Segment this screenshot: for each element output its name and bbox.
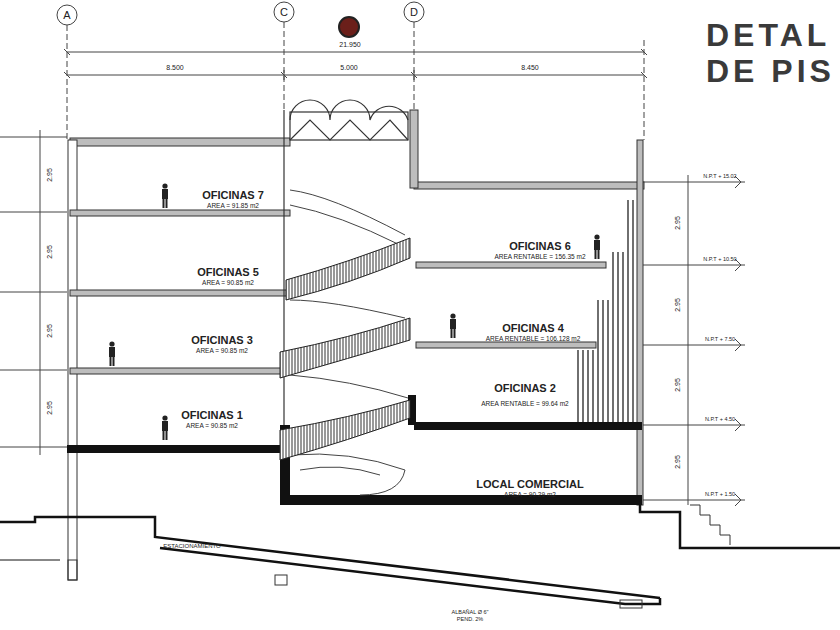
room-area: AREA RENTABLE = 106.128 m2 <box>485 334 582 341</box>
dimension: 2.95 <box>674 297 682 313</box>
dimension: 2.95 <box>674 454 682 470</box>
drawing-title: DETAL DE PIS <box>706 18 838 90</box>
room-label: LOCAL COMERCIALAREA = 90.29 m2 <box>472 477 588 502</box>
room-label: OFICINAS 7AREA = 91.85 m2 <box>198 188 268 213</box>
room-area: AREA = 91.85 m2 <box>201 201 265 208</box>
grid-axis: C <box>279 6 289 18</box>
room-label: OFICINAS 1AREA = 90.85 m2 <box>177 408 247 433</box>
person-figure <box>162 415 168 440</box>
room-label: OFICINAS 3AREA = 90.85 m2 <box>187 333 257 358</box>
level-mark: N.P.T + 7.50 <box>704 336 736 342</box>
person-figure <box>594 234 600 259</box>
level-mark: N.P.T + 4.50 <box>704 416 736 422</box>
room-area: AREA RENTABLE = 99.64 m2 <box>480 400 570 407</box>
dimension: 2.95 <box>46 244 54 260</box>
dimension: 5.000 <box>339 64 359 72</box>
level-mark: N.P.T + 10.50 <box>702 256 737 262</box>
room-area: AREA = 90.29 m2 <box>475 490 585 497</box>
note: ALBAÑAL Ø 6" <box>451 609 490 615</box>
grid-axis: A <box>62 9 71 21</box>
dimension: 2.95 <box>674 215 682 231</box>
grid-axis: D <box>409 6 419 18</box>
dimension: 2.95 <box>46 323 54 339</box>
room-name: LOCAL COMERCIAL <box>475 478 585 491</box>
room-name: OFICINAS 4 <box>485 322 582 335</box>
dimension: 8.500 <box>165 64 185 72</box>
room-area: AREA = 90.85 m2 <box>190 346 254 353</box>
dimension: 2.95 <box>674 377 682 393</box>
dimension: 2.95 <box>46 400 54 416</box>
dimension: 2.95 <box>46 167 54 183</box>
room-label: OFICINAS 4AREA RENTABLE = 106.128 m2 <box>482 321 585 346</box>
room-area: AREA = 90.85 m2 <box>196 278 260 285</box>
room-name: OFICINAS 1 <box>180 409 244 422</box>
room-area: AREA RENTABLE = 156.35 m2 <box>493 252 587 259</box>
room-name: OFICINAS 7 <box>201 189 265 202</box>
level-mark: N.P.T + 1.50 <box>704 491 736 497</box>
room-area: AREA = 90.85 m2 <box>180 421 244 428</box>
room-name: OFICINAS 3 <box>190 334 254 347</box>
person-figure <box>450 313 456 338</box>
person-figure <box>109 341 115 366</box>
dimension: 21.950 <box>338 41 361 49</box>
room-label: OFICINAS 6AREA RENTABLE = 156.35 m2 <box>490 239 590 264</box>
room-name: OFICINAS 5 <box>196 266 260 279</box>
room-name: OFICINAS 6 <box>493 240 587 253</box>
room-label: OFICINAS 2 AREA RENTABLE = 99.64 m2 <box>477 381 573 411</box>
note: ESTACIONAMIENTO <box>162 543 221 550</box>
level-mark: N.P.T + 15.02 <box>702 173 737 179</box>
person-figure <box>162 183 168 208</box>
room-label: OFICINAS 5AREA = 90.85 m2 <box>193 265 263 290</box>
dimension: 8.450 <box>520 64 540 72</box>
room-name: OFICINAS 2 <box>480 382 570 395</box>
note: PEND. 2% <box>456 616 484 622</box>
